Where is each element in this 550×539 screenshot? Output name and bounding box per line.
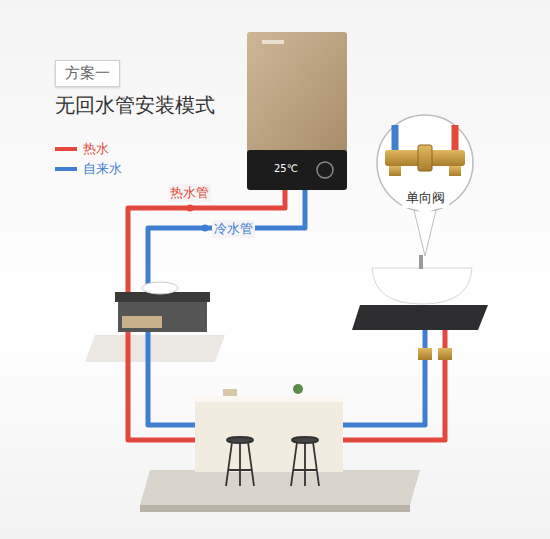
check-valve xyxy=(438,348,452,360)
sink-bowl xyxy=(372,268,472,304)
basin xyxy=(142,282,178,294)
bar-stool xyxy=(226,437,319,486)
water-heater-panel xyxy=(247,150,347,190)
diagram-title: 无回水管安装模式 xyxy=(55,92,215,119)
legend-swatch xyxy=(55,167,77,171)
callout-pointer xyxy=(414,210,436,256)
faucet xyxy=(419,255,423,269)
box-text: 单向阀 xyxy=(406,189,445,207)
check-valve-nut xyxy=(418,145,432,171)
pipe-label: 热水管 xyxy=(168,184,211,202)
pipe-label: 冷水管 xyxy=(212,220,255,238)
callout-joint xyxy=(415,209,435,214)
callout-circle xyxy=(377,115,473,211)
legend-swatch xyxy=(55,147,77,151)
pipe-dot xyxy=(187,205,194,212)
callout-cold-pipe xyxy=(392,125,399,150)
label-box: 单向阀 xyxy=(402,188,449,208)
brand-mark xyxy=(262,40,284,44)
check-valve-end xyxy=(449,166,461,176)
water-heater-body xyxy=(247,32,347,154)
callout-hot-pipe xyxy=(452,125,459,150)
pipe-label: 25℃ xyxy=(272,163,300,174)
pipe-dot xyxy=(202,225,209,232)
legend-text: 热水 xyxy=(83,140,109,158)
floor xyxy=(140,470,420,505)
island-item xyxy=(223,389,237,396)
control-knob xyxy=(317,162,333,178)
legend-text: 自来水 xyxy=(83,160,122,178)
plant xyxy=(293,384,303,394)
island-top xyxy=(193,396,345,402)
check-valve xyxy=(418,348,432,360)
floor-edge xyxy=(140,505,410,512)
sink-counter xyxy=(352,305,488,330)
check-valve-end xyxy=(389,166,401,176)
label-box: 方案一 xyxy=(55,60,120,87)
cabinet xyxy=(118,302,207,332)
kitchen-island xyxy=(195,400,343,472)
cabinet-drawer xyxy=(122,316,162,328)
box-text: 方案一 xyxy=(65,64,110,83)
bathroom-floor xyxy=(85,335,225,362)
